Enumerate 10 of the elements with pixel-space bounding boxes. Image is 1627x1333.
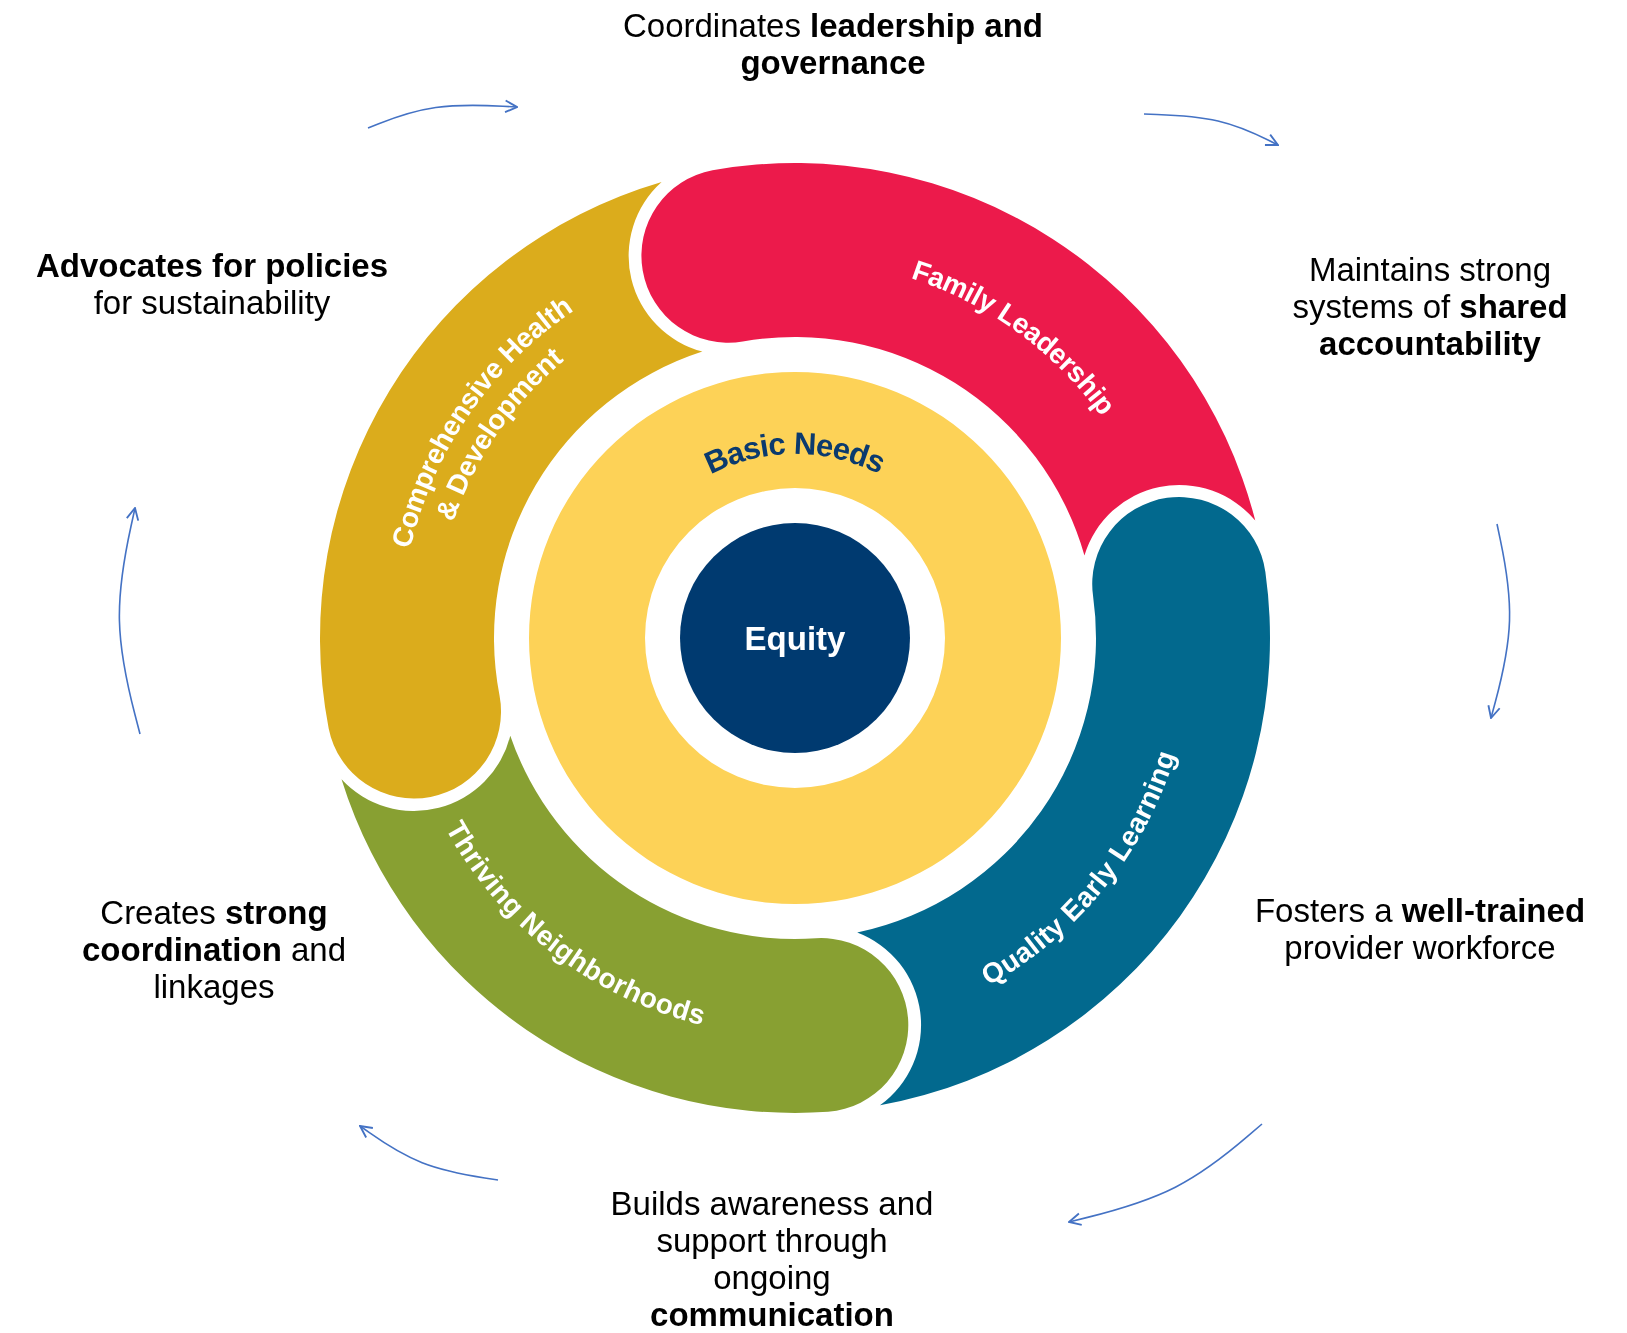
cycle-step-text: Coordinates leadership and governance xyxy=(583,8,1083,82)
cycle-step-text: Builds awareness and support through ongoing communication xyxy=(602,1186,942,1333)
ring-label: Basic Needs xyxy=(698,425,892,481)
equity-circle xyxy=(680,523,910,753)
cycle-step-text: Maintains strong systems of shared accountability xyxy=(1265,252,1595,363)
cycle-step-text: Creates strong coordination and linkages xyxy=(54,895,374,1006)
center-label: Equity xyxy=(744,619,846,657)
ring-segment xyxy=(641,163,1256,556)
cycle-step-text: Advocates for policies for sustainability xyxy=(19,248,405,322)
cycle-step-text: Fosters a well-trained provider workforce xyxy=(1210,893,1627,967)
